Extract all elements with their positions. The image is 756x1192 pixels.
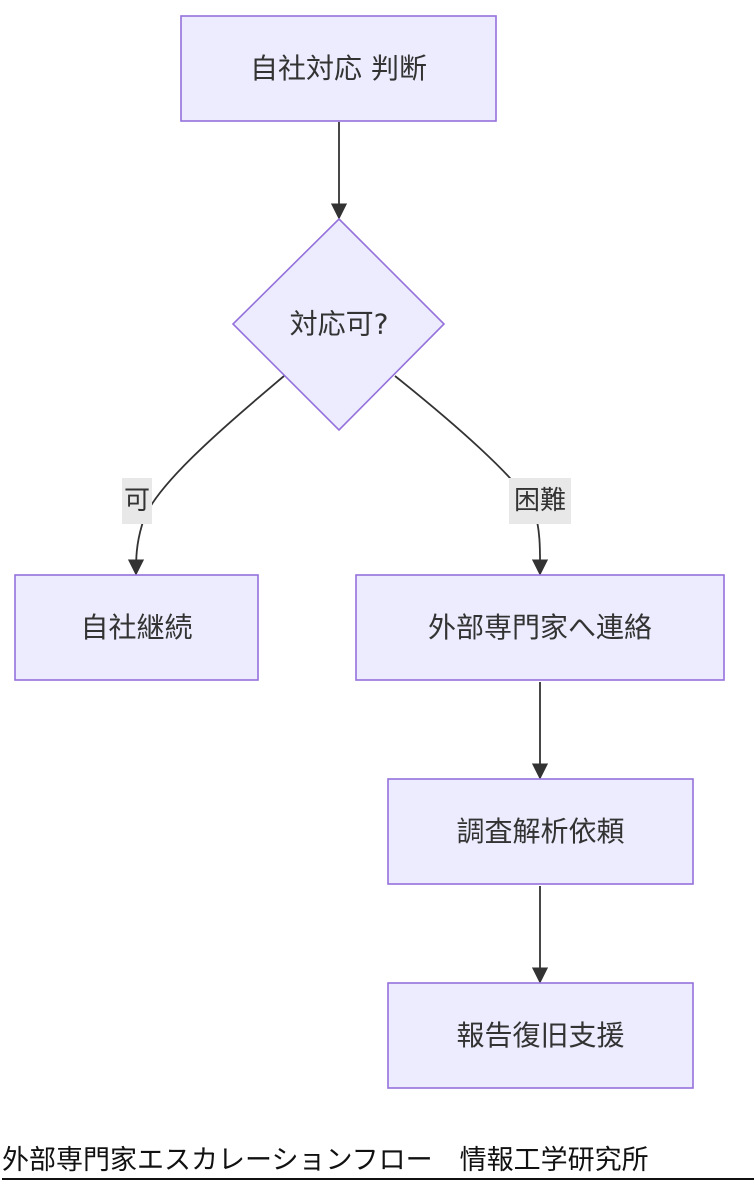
edge-decision-to-contact <box>394 375 549 576</box>
node-request-label: 調査解析依頼 <box>456 815 624 848</box>
node-decision: 対応可? <box>231 217 446 432</box>
edge-label-yes-text: 可 <box>124 486 150 516</box>
node-judge-label: 自社対応 判断 <box>250 52 427 85</box>
node-contact-label: 外部専門家へ連絡 <box>428 611 652 644</box>
node-request: 調査解析依頼 <box>387 778 694 885</box>
figure-caption: 外部専門家エスカレーションフロー 情報工学研究所 <box>2 1144 754 1180</box>
edge-decision-to-continue <box>127 375 285 576</box>
node-support: 報告復旧支援 <box>387 982 694 1089</box>
node-continue-label: 自社継続 <box>80 611 192 644</box>
node-support-label: 報告復旧支援 <box>456 1019 624 1052</box>
edge-label-yes: 可 <box>122 478 152 524</box>
node-contact: 外部専門家へ連絡 <box>355 574 725 681</box>
node-continue: 自社継続 <box>14 574 259 681</box>
escalation-flowchart: 可 困難 自社対応 判断 対応可? 自社継続 外部専門家へ連絡 調査解析依頼 報… <box>14 15 725 1089</box>
edge-label-difficult-text: 困難 <box>514 486 566 516</box>
edge-label-difficult: 困難 <box>509 478 571 524</box>
node-decision-label: 対応可? <box>290 308 389 341</box>
node-judge: 自社対応 判断 <box>180 15 497 122</box>
